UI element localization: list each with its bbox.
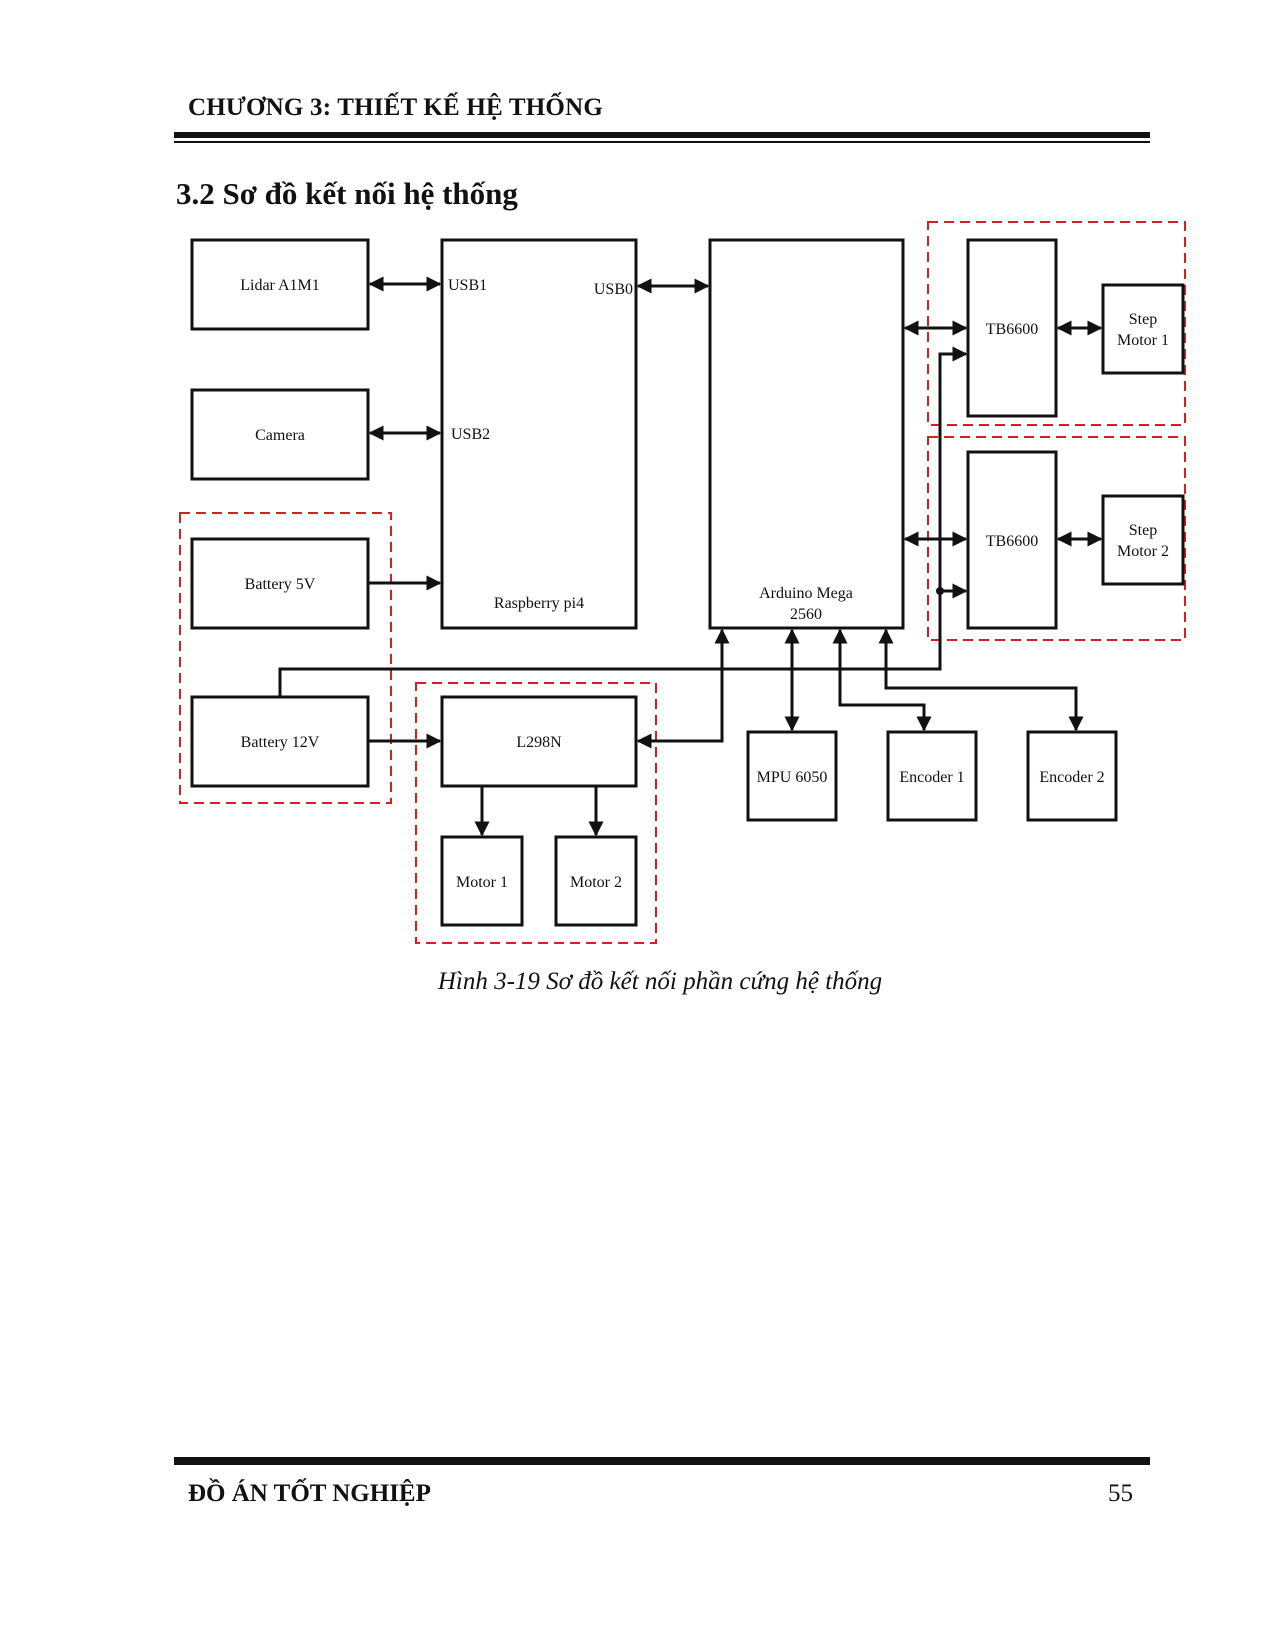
header-rule-thin (174, 141, 1150, 143)
usb1-label: USB1 (448, 277, 487, 294)
encoder-2-box (1026, 730, 1118, 822)
arduino-label-2: 2560 (790, 606, 822, 623)
step-motor-2-box (1101, 494, 1185, 586)
motor-1-label: Motor 1 (456, 874, 508, 891)
tb6600-bottom-label: TB6600 (986, 533, 1038, 550)
arduino-encoder1-link (832, 628, 932, 732)
lidar-label: Lidar A1M1 (240, 277, 320, 294)
tb6600-bottom-box (966, 450, 1058, 630)
header-rule (174, 132, 1150, 138)
raspberry-pi-box (440, 238, 638, 630)
page-number: 55 (1108, 1480, 1133, 1507)
encoder-1-box (886, 730, 978, 822)
section-title: 3.2 Sơ đồ kết nối hệ thống (176, 176, 518, 211)
usb0-label: USB0 (594, 281, 633, 298)
arduino-box (708, 238, 905, 630)
mpu-6050-box (746, 730, 838, 822)
battery-12v-label: Battery 12V (241, 734, 320, 751)
l298n-label: L298N (516, 734, 562, 751)
step-motor-2-label-1: Step (1129, 522, 1157, 539)
group-batteries (179, 512, 392, 804)
encoder-1-label: Encoder 1 (899, 769, 964, 786)
footer-title: ĐỒ ÁN TỐT NGHIỆP (188, 1480, 431, 1507)
group-dc-motors (415, 682, 657, 944)
l298n-box (440, 695, 638, 788)
motor-2-label: Motor 2 (570, 874, 622, 891)
arduino-encoder2-link (878, 628, 1084, 732)
tb6600-top-box (966, 238, 1058, 418)
camera-label: Camera (255, 427, 305, 444)
arduino-l298n-link (636, 628, 730, 749)
footer-rule (174, 1457, 1150, 1465)
step-motor-1-label-1: Step (1129, 311, 1157, 328)
motor-2-box (554, 835, 638, 927)
arduino-label-1: Arduino Mega (759, 585, 853, 602)
raspberry-pi-label: Raspberry pi4 (494, 595, 584, 612)
chapter-header: CHƯƠNG 3: THIẾT KẾ HỆ THỐNG (188, 94, 603, 121)
motor-1-box (440, 835, 524, 927)
battery-12v-box (190, 695, 370, 788)
figure-caption: Hình 3-19 Sơ đồ kết nối phần cứng hệ thố… (437, 968, 883, 995)
mpu-6050-label: MPU 6050 (757, 769, 828, 786)
step-motor-1-label-2: Motor 1 (1117, 332, 1169, 349)
encoder-2-label: Encoder 2 (1039, 769, 1104, 786)
lidar-box (190, 238, 370, 331)
step-motor-1-box (1101, 283, 1185, 375)
power-junction-dot (936, 587, 944, 595)
step-motor-2-label-2: Motor 2 (1117, 543, 1169, 560)
camera-box (190, 388, 370, 481)
tb6600-top-label: TB6600 (986, 321, 1038, 338)
usb2-label: USB2 (451, 426, 490, 443)
battery-5v-label: Battery 5V (245, 576, 316, 593)
